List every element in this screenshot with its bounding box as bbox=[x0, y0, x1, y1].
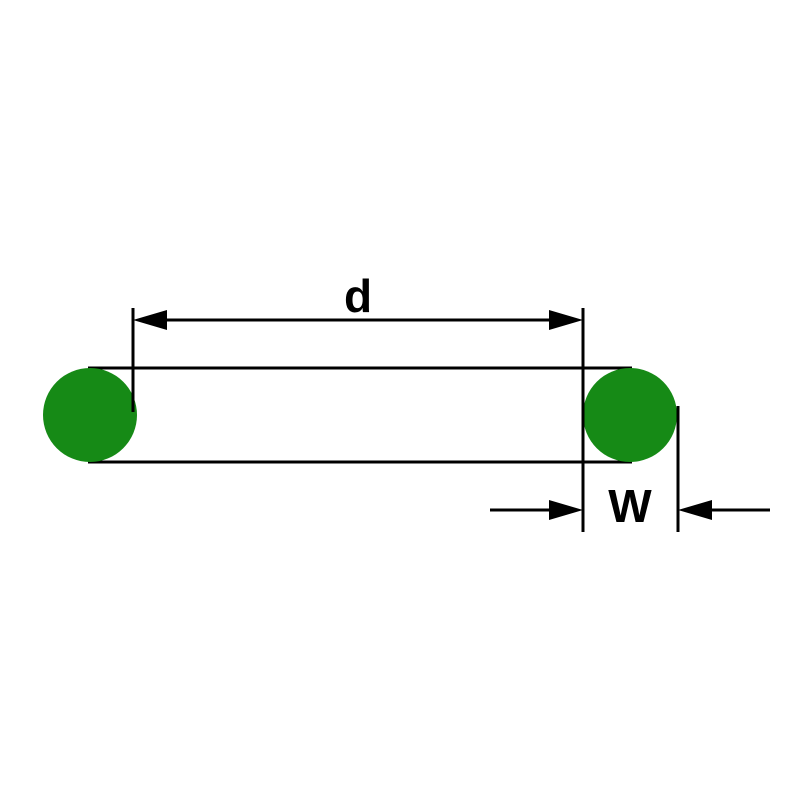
width-label: W bbox=[608, 480, 652, 532]
extension-lines bbox=[131, 308, 680, 532]
right-oring-cross-section bbox=[583, 368, 677, 462]
diameter-arrowhead-left bbox=[133, 310, 167, 330]
width-arrowhead-left bbox=[549, 500, 583, 520]
diameter-dimension-arrow: d bbox=[133, 270, 583, 330]
width-arrowhead-right bbox=[678, 500, 712, 520]
diameter-label: d bbox=[344, 270, 372, 322]
left-oring-cross-section bbox=[43, 368, 137, 462]
width-dimension-arrows: W bbox=[490, 480, 770, 532]
diameter-arrowhead-right bbox=[549, 310, 583, 330]
oring-profile bbox=[43, 366, 677, 464]
